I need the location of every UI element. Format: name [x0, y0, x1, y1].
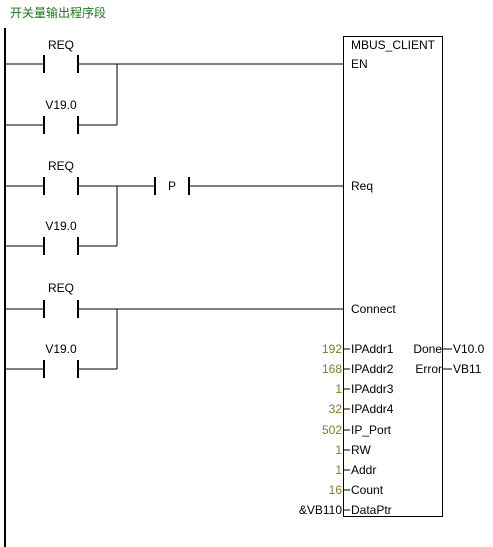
pin-count: Count [351, 483, 384, 497]
operand-ip-port[interactable]: 502 [321, 423, 342, 437]
pin-rw: RW [351, 443, 371, 457]
operand-rw[interactable]: 1 [335, 443, 342, 457]
pin-ip-port: IP_Port [351, 423, 392, 437]
function-block-box [343, 36, 443, 517]
operand-ipaddr3[interactable]: 1 [335, 382, 342, 396]
operand-dataptr[interactable]: &VB110 [298, 503, 342, 517]
contact-label-req-3: REQ [47, 281, 74, 295]
operand-done[interactable]: V10.0 [453, 342, 485, 356]
contact-label-v19-2: V19.0 [45, 219, 77, 233]
pin-error: Error [415, 362, 442, 376]
contact-req-3[interactable] [43, 300, 79, 318]
contact-req-1[interactable] [43, 55, 79, 73]
contact-positive-transition[interactable] [154, 177, 190, 195]
operand-error[interactable]: VB11 [453, 362, 482, 376]
pin-en: EN [351, 57, 368, 71]
pin-req: Req [351, 179, 374, 193]
pin-done: Done [413, 342, 442, 356]
contact-v19-1[interactable] [43, 116, 79, 134]
contact-v19-2[interactable] [43, 237, 79, 255]
contact-label-v19-3: V19.0 [45, 342, 77, 356]
operand-ipaddr2[interactable]: 168 [321, 362, 342, 376]
contact-label-v19-1: V19.0 [45, 98, 77, 112]
operand-ipaddr1[interactable]: 192 [321, 342, 342, 356]
network-comment: 开关量输出程序段 [10, 6, 107, 20]
operand-ipaddr4[interactable]: 32 [328, 402, 342, 416]
operand-count[interactable]: 16 [328, 483, 342, 497]
contact-v19-3[interactable] [43, 360, 79, 378]
pin-ipaddr3: IPAddr3 [351, 382, 394, 396]
pin-ipaddr4: IPAddr4 [351, 402, 394, 416]
contact-req-2[interactable] [43, 177, 79, 195]
contact-label-req-1: REQ [47, 38, 74, 52]
pin-ipaddr1: IPAddr1 [351, 342, 394, 356]
pin-dataptr: DataPtr [351, 503, 392, 517]
block-title: MBUS_CLIENT [350, 38, 436, 52]
contact-label-req-2: REQ [47, 159, 74, 173]
pin-connect: Connect [351, 302, 396, 316]
pin-addr: Addr [351, 463, 377, 477]
operand-addr[interactable]: 1 [335, 463, 342, 477]
contact-label-p: P [167, 179, 176, 193]
pin-ipaddr2: IPAddr2 [351, 362, 394, 376]
